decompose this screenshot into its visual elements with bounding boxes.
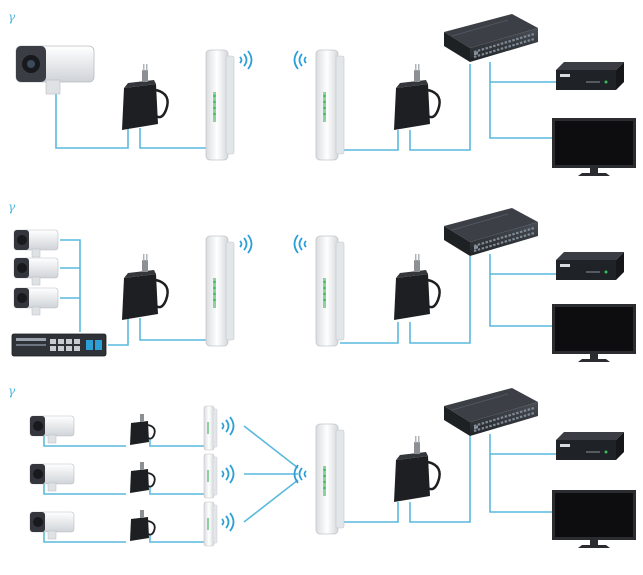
network-switch-icon (442, 206, 540, 258)
scenario-2-links (60, 239, 556, 346)
bullet-camera-icon (29, 463, 75, 492)
poe-injector-icon (392, 434, 441, 504)
bullet-camera-icon (29, 511, 75, 540)
monitor-icon (552, 118, 636, 176)
scenario-label: γ (8, 200, 16, 214)
bullet-camera-icon (13, 287, 59, 316)
wireless-bridge-icon (315, 49, 345, 161)
wireless-bridge-icon (205, 49, 235, 161)
wifi-signal-icon (221, 464, 235, 484)
bullet-camera-icon (13, 257, 59, 286)
scenario-3-links (43, 425, 556, 543)
nvr-icon (556, 432, 624, 460)
monitor-icon (552, 304, 636, 362)
poe-injector-icon (120, 62, 169, 132)
wireless-bridge-icon (203, 501, 218, 547)
nvr-icon (556, 62, 624, 90)
poe-switch-icon (11, 333, 107, 357)
wireless-bridge-icon (203, 405, 218, 451)
network-switch-icon (442, 386, 540, 438)
poe-injector-icon (392, 62, 441, 132)
wireless-bridge-icon (205, 235, 235, 347)
scenario-1 (15, 12, 636, 176)
scenario-label: γ (8, 384, 16, 398)
scenario-2 (11, 206, 636, 362)
wifi-signal-icon (239, 234, 253, 254)
scenario-3 (29, 386, 636, 548)
poe-injector-icon (129, 509, 156, 542)
bullet-camera-icon (29, 415, 75, 444)
poe-injector-icon (129, 461, 156, 494)
wifi-signal-icon (293, 50, 307, 70)
wifi-signal-icon (239, 50, 253, 70)
poe-injector-icon (392, 252, 441, 322)
wifi-signal-icon (221, 512, 235, 532)
wifi-signal-icon (293, 234, 307, 254)
bullet-camera-icon (13, 229, 59, 258)
network-switch-icon (442, 12, 540, 64)
wifi-signal-icon (221, 416, 235, 436)
wireless-bridge-icon (203, 453, 218, 499)
scenario-1-links (55, 62, 556, 151)
poe-injector-icon (129, 413, 156, 446)
nvr-icon (556, 252, 624, 280)
wireless-bridge-icon (315, 423, 345, 535)
wireless-bridge-icon (315, 235, 345, 347)
poe-injector-icon (120, 252, 169, 322)
monitor-icon (552, 490, 636, 548)
scenario-label: γ (8, 10, 16, 24)
bullet-camera-icon (15, 45, 95, 95)
